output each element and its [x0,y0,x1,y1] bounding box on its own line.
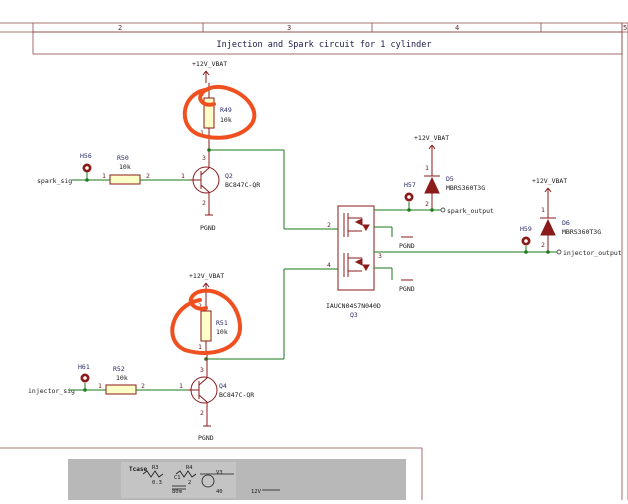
svg-text:12V: 12V [251,489,262,495]
svg-text:4: 4 [327,261,331,269]
test-point-h59[interactable]: H59 [520,225,532,252]
svg-text:H61: H61 [78,363,90,371]
svg-text:1: 1 [200,129,204,137]
sheet-title: Injection and Spark circuit for 1 cylind… [217,40,432,50]
ref-q3: Q3 [350,311,358,319]
ground-symbol: PGND [198,425,214,442]
svg-text:H57: H57 [404,181,416,189]
resistor-r51[interactable]: R51 10k 2 1 [198,293,228,355]
power-flag: +12V_VBAT [532,177,567,202]
svg-text:2: 2 [146,172,150,180]
svg-text:spark_sig: spark_sig [37,177,72,185]
part-q2: BC847C-QR [225,181,260,189]
svg-text:Tcase: Tcase [129,466,147,473]
diode-d5[interactable]: 1 2 D5 MBRS360T3G [424,163,485,210]
sheet-border: 2 3 4 5 [0,22,628,500]
svg-text:R4: R4 [186,465,193,471]
svg-text:2: 2 [541,241,545,249]
resistor-r52[interactable]: R52 10k 1 2 [98,365,188,395]
column-label: 5 [623,24,627,32]
column-label: 4 [455,24,459,32]
svg-text:PGND: PGND [399,285,415,293]
net-label-spark-output: spark_output [432,207,494,215]
test-point-h61[interactable]: H61 [78,363,90,390]
ground-symbol: PGND [200,214,216,232]
svg-text:H59: H59 [520,225,532,233]
test-point-h57[interactable]: H57 [404,181,416,210]
svg-text:BC847C-QR: BC847C-QR [219,391,254,399]
test-point-h56[interactable]: H56 [80,152,92,180]
net-label-spark-sig: spark_sig [37,177,110,185]
power-flag: +12V_VBAT [414,134,449,163]
svg-text:1: 1 [102,172,106,180]
svg-text:R50: R50 [117,154,129,162]
svg-text:PGND: PGND [198,434,214,442]
resistor-r50[interactable]: R50 10k 1 2 [102,154,190,185]
svg-text:+12V_VBAT: +12V_VBAT [192,60,227,68]
svg-text:2: 2 [202,199,206,207]
ref-r49: R49 [220,106,232,114]
svg-text:MBRS360T3G: MBRS360T3G [446,184,485,192]
svg-text:2: 2 [425,200,429,208]
column-label: 3 [287,24,291,32]
svg-text:PGND: PGND [200,224,216,232]
mosfet-q3[interactable]: 2 4 3 IAUCN04S7N040D Q3 [326,205,382,319]
svg-text:10k: 10k [216,328,228,336]
svg-text:+12V_VBAT: +12V_VBAT [414,134,449,142]
svg-text:2: 2 [141,382,145,390]
svg-text:2: 2 [327,221,331,229]
svg-text:80m: 80m [172,489,183,495]
svg-text:3: 3 [200,366,204,374]
part-q3: IAUCN04S7N040D [326,302,381,310]
svg-text:D6: D6 [562,219,570,227]
svg-text:H56: H56 [80,152,92,160]
ground-symbol: PGND [399,236,415,250]
net-label-injector-output: injector_output [548,249,622,257]
svg-text:injector_sig: injector_sig [28,387,75,395]
annotation-circle [170,288,243,355]
svg-text:1: 1 [98,382,102,390]
svg-text:10k: 10k [116,374,128,382]
svg-text:3: 3 [202,154,206,162]
svg-text:+12V_VBAT: +12V_VBAT [532,177,567,185]
ref-q2: Q2 [225,172,233,180]
svg-text:1: 1 [425,164,429,172]
svg-text:3: 3 [378,252,382,260]
svg-text:PGND: PGND [399,242,415,250]
svg-text:10k: 10k [119,163,131,171]
title-box: Injection and Spark circuit for 1 cylind… [32,31,623,55]
svg-text:Q4: Q4 [219,382,227,390]
svg-text:2: 2 [198,302,202,310]
svg-text:R51: R51 [216,319,228,327]
svg-text:+12V_VBAT: +12V_VBAT [189,272,224,280]
svg-text:0.3: 0.3 [152,480,162,486]
diode-d6[interactable]: 1 2 D6 MBRS360T3G [540,202,601,252]
svg-text:1: 1 [541,206,545,214]
svg-text:C1: C1 [174,475,181,481]
svg-text:R3: R3 [152,465,159,471]
net-label-injector-sig: injector_sig [28,387,106,395]
power-flag: +12V_VBAT [192,60,227,83]
transistor-q2[interactable]: 3 1 2 Q2 BC847C-QR [181,141,260,215]
svg-text:1: 1 [179,382,183,390]
transistor-q4[interactable]: 3 1 2 Q4 BC847C-QR [179,355,254,426]
column-label: 2 [118,24,122,32]
svg-text:2: 2 [200,409,204,417]
svg-text:2: 2 [188,480,191,486]
svg-text:spark_output: spark_output [447,207,494,215]
svg-text:R52: R52 [113,365,125,373]
svg-text:1: 1 [198,343,202,351]
svg-text:injector_output: injector_output [563,249,622,257]
thermal-model-inset: Tcase R3 0.3 R4 2 C1 80m V3 40 12V [68,459,406,500]
value-r49: 10k [220,116,232,124]
ground-symbol: PGND [399,279,415,293]
svg-text:D5: D5 [446,175,454,183]
svg-text:MBRS360T3G: MBRS360T3G [562,228,601,236]
svg-text:V3: V3 [216,470,223,476]
svg-text:40: 40 [216,489,223,495]
annotation-circle [182,84,257,140]
svg-text:1: 1 [181,172,185,180]
